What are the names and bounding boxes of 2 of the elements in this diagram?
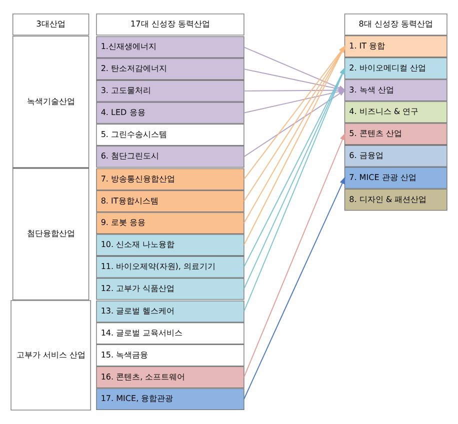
arrow xyxy=(244,132,346,378)
arrow xyxy=(244,176,346,400)
